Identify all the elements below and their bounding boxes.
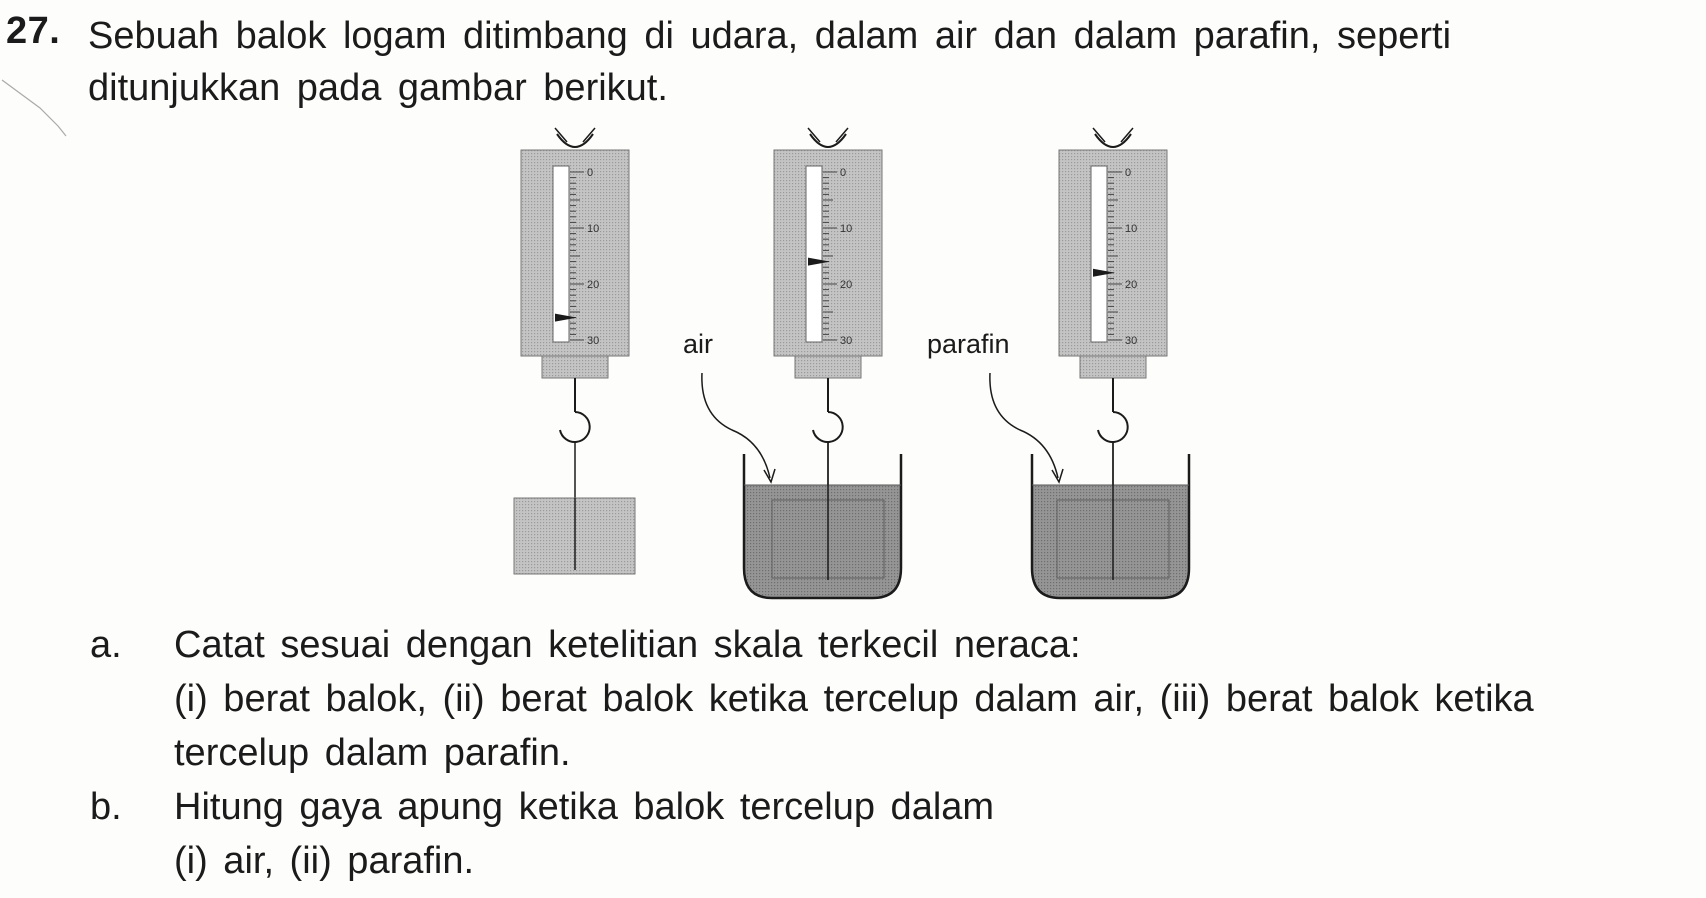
beaker-outline bbox=[742, 454, 903, 600]
label-water: air bbox=[683, 329, 713, 359]
balance-air-weighing: 0 10 20 30 bbox=[520, 127, 630, 570]
part-a-label: a. bbox=[90, 624, 122, 666]
scale-tick-label: 10 bbox=[840, 223, 852, 235]
hook-icon bbox=[812, 411, 844, 443]
hook-icon bbox=[1097, 411, 1129, 443]
label-paraffin: parafin bbox=[927, 329, 1010, 359]
pointer-arrow-icon bbox=[1093, 268, 1115, 277]
balance-collar bbox=[1079, 355, 1147, 379]
arrowhead-icon bbox=[1051, 468, 1064, 484]
scale-tick-label: 0 bbox=[1125, 167, 1131, 179]
hanger-ring-icon bbox=[807, 127, 849, 143]
scale-tick-label: 30 bbox=[840, 335, 852, 347]
part-b-line: (i) air, (ii) parafin. bbox=[174, 840, 475, 882]
hanger-ring-icon bbox=[556, 133, 594, 148]
balance-collar bbox=[541, 355, 609, 379]
leader-arrow-icon bbox=[701, 372, 771, 479]
scale-tick-label: 20 bbox=[1125, 279, 1137, 291]
balance-body bbox=[520, 149, 630, 357]
hanger-ring-icon bbox=[554, 127, 596, 143]
hanger-ring-icon bbox=[809, 133, 847, 148]
part-a-line: (i) berat balok, (ii) berat balok ketika… bbox=[174, 678, 1534, 720]
balance-slot bbox=[805, 165, 823, 343]
leader-arrow-icon bbox=[989, 372, 1059, 479]
balance-water: 0 10 20 30 bbox=[773, 127, 883, 570]
hook-icon bbox=[559, 411, 591, 443]
scale-tick-label: 20 bbox=[840, 279, 852, 291]
balance-body bbox=[773, 149, 883, 357]
balance-slot bbox=[552, 165, 570, 343]
part-b-text: Hitung gaya apung ketika balok tercelup … bbox=[174, 780, 994, 888]
question-text: Sebuah balok logam ditimbang di udara, d… bbox=[88, 10, 1688, 114]
scale-tick-label: 0 bbox=[587, 167, 593, 179]
scale-tick-label: 30 bbox=[587, 335, 599, 347]
part-a-line: Catat sesuai dengan ketelitian skala ter… bbox=[174, 624, 1081, 666]
hanger-ring-icon bbox=[1094, 133, 1132, 148]
beaker-outline bbox=[1030, 454, 1191, 600]
part-a-text: Catat sesuai dengan ketelitian skala ter… bbox=[174, 618, 1534, 780]
balance-slot bbox=[1090, 165, 1108, 343]
part-a-line: tercelup dalam parafin. bbox=[174, 732, 571, 774]
question-number: 27. bbox=[6, 10, 61, 52]
arrowhead-icon bbox=[763, 468, 776, 484]
question-line: Sebuah balok logam ditimbang di udara, d… bbox=[88, 15, 1452, 57]
balance-collar bbox=[794, 355, 862, 379]
beaker-paraffin bbox=[1030, 442, 1191, 600]
beaker-water bbox=[742, 442, 903, 600]
scale-tick-label: 0 bbox=[840, 167, 846, 179]
balance-body bbox=[1058, 149, 1168, 357]
hanger-ring-icon bbox=[1092, 127, 1134, 143]
scale-tick-label: 10 bbox=[1125, 223, 1137, 235]
pointer-arrow-icon bbox=[555, 313, 577, 322]
scale-tick-label: 30 bbox=[1125, 335, 1137, 347]
pointer-arrow-icon bbox=[808, 257, 830, 266]
part-b-label: b. bbox=[90, 786, 122, 828]
scale-tick-label: 10 bbox=[587, 223, 599, 235]
scale-tick-label: 20 bbox=[587, 279, 599, 291]
question-line: ditunjukkan pada gambar berikut. bbox=[88, 67, 668, 109]
part-b-line: Hitung gaya apung ketika balok tercelup … bbox=[174, 786, 995, 828]
